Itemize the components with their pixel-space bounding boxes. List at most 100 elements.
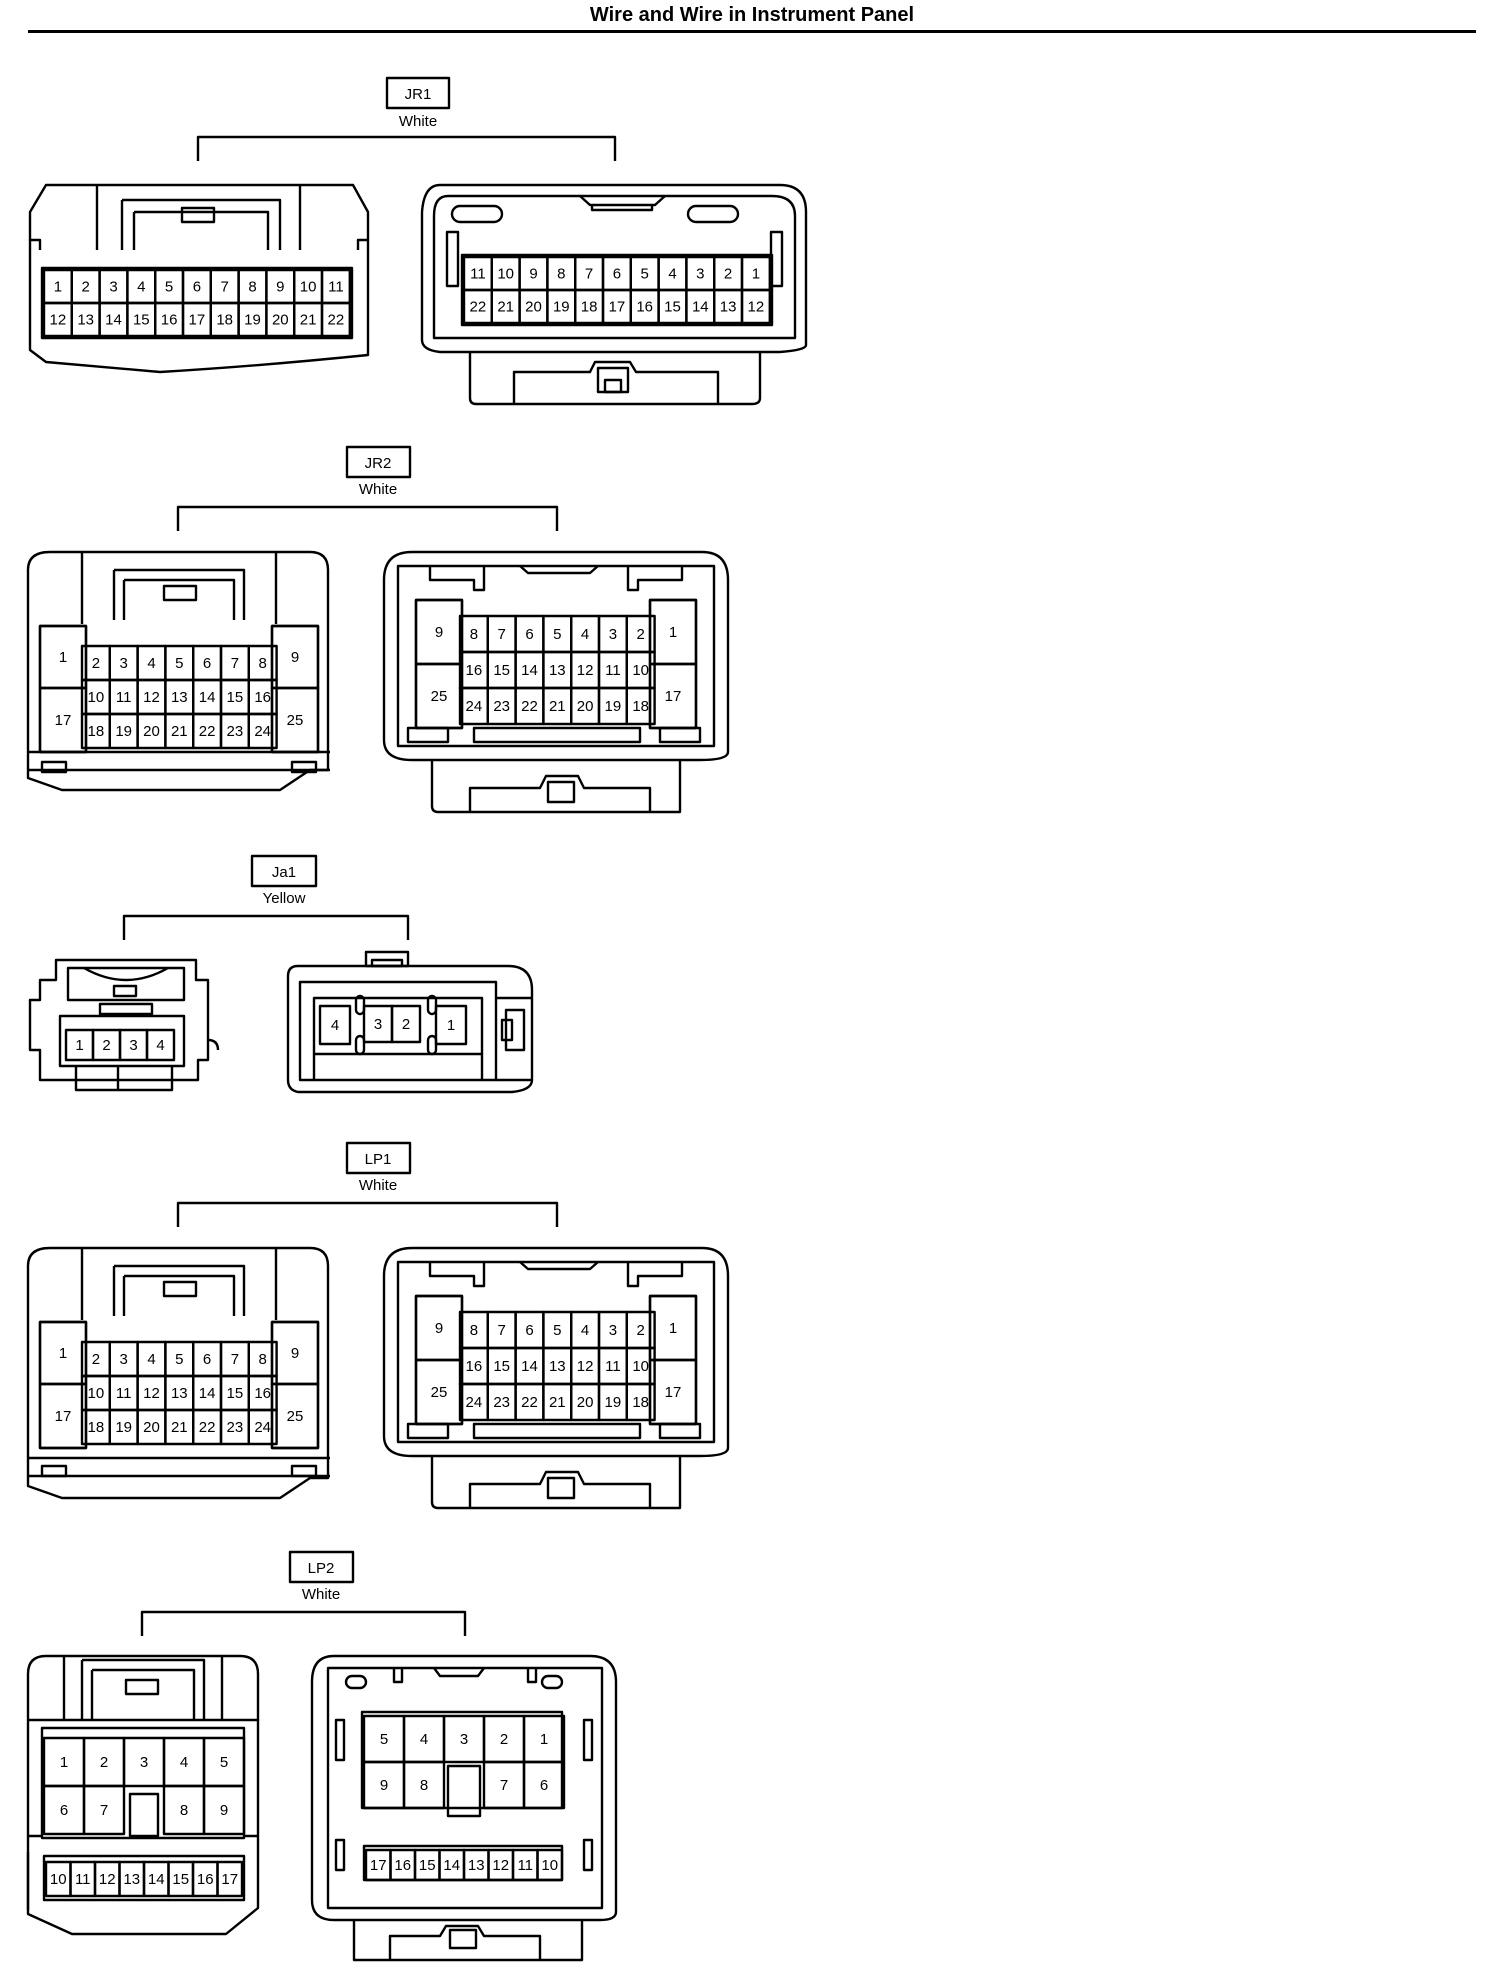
pin-label: 1 [75,1037,83,1054]
pin-label: 4 [581,1322,589,1339]
pin-label: 20 [143,723,160,740]
bracket-ja1 [122,914,410,940]
pin-label: 8 [420,1777,428,1794]
pin-label: 21 [549,1394,566,1411]
pin-label: 6 [525,626,533,643]
pin-label: 14 [692,299,709,316]
pin-label: 9 [291,649,299,666]
pin-label: 2 [637,626,645,643]
pin-label: 24 [254,1419,271,1436]
pin-label: 12 [99,1871,116,1888]
pin-label: 25 [287,1408,304,1425]
pin-label: 20 [525,299,542,316]
pin-label: 17 [665,1384,682,1401]
pin-label: 19 [115,723,132,740]
pin-label: 14 [521,662,538,679]
pin-label: 21 [171,723,188,740]
pin-label: 20 [143,1419,160,1436]
pin-label: 16 [197,1871,214,1888]
pin-cell [145,1028,176,1062]
pin-label: 17 [665,688,682,705]
pin-label: 8 [470,1322,478,1339]
pin-label: 6 [613,266,621,283]
id-text-lp1: LP1 [365,1151,392,1168]
pin-label: 8 [470,626,478,643]
pin-label: 22 [199,1419,216,1436]
pin-label: 16 [394,1857,411,1874]
pin-cell [434,1004,468,1046]
pin-label: 20 [577,698,594,715]
pin-label: 3 [120,655,128,672]
bracket-jr2 [176,505,559,531]
jr2-right-housing [382,550,730,814]
pin-label: 16 [254,689,271,706]
pin-label: 13 [549,662,566,679]
pin-label: 1 [540,1731,548,1748]
pin-label: 8 [259,1351,267,1368]
pin-label: 10 [497,266,514,283]
pin-cell [522,1760,566,1810]
pin-label: 10 [50,1871,67,1888]
pin-label: 7 [498,1322,506,1339]
pin-cell [247,1408,278,1446]
pin-label: 15 [493,1358,510,1375]
pin-cell [216,1860,244,1898]
pin-label: 5 [380,1731,388,1748]
color-text-jr2: White [359,481,397,498]
pin-label: 7 [500,1777,508,1794]
pin-label: 19 [605,1394,622,1411]
pin-cell [38,1382,88,1450]
pin-label: 14 [105,312,122,329]
pin-label: 22 [521,1394,538,1411]
pin-label: 5 [175,1351,183,1368]
pin-label: 12 [143,689,160,706]
pin-label: 23 [493,698,510,715]
pin-label: 24 [254,723,271,740]
color-text-ja1: Yellow [263,890,306,907]
pin-label: 2 [724,266,732,283]
pin-label: 2 [92,1351,100,1368]
id-text-lp2: LP2 [308,1560,335,1577]
pin-label: 1 [59,1345,67,1362]
pin-label: 10 [88,689,105,706]
pin-label: 11 [116,1385,132,1402]
pin-label: 17 [55,712,72,729]
pin-label: 1 [60,1754,68,1771]
pin-label: 13 [549,1358,566,1375]
pin-label: 5 [165,279,173,296]
pin-label: 19 [115,1419,132,1436]
pin-label: 5 [641,266,649,283]
pin-label: 11 [517,1857,533,1874]
lp1-right-housing [382,1246,730,1510]
pin-label: 5 [220,1754,228,1771]
pin-label: 22 [470,299,487,316]
pin-label: 13 [171,689,188,706]
pin-label: 3 [129,1037,137,1054]
pin-label: 21 [549,698,566,715]
pin-label: 2 [82,279,90,296]
pin-label: 15 [133,312,150,329]
pin-label: 16 [254,1385,271,1402]
latch-slot [426,994,438,1016]
pin-label: 11 [75,1871,91,1888]
pin-label: 21 [300,312,317,329]
pin-label: 19 [553,299,570,316]
pin-label: 1 [54,279,62,296]
latch-slot [354,1034,366,1056]
id-box-jr2 [345,445,412,479]
pin-cell [38,686,88,754]
pin-label: 3 [140,1754,148,1771]
pin-label: 20 [577,1394,594,1411]
bracket-lp1 [176,1201,559,1227]
pin-label: 6 [60,1802,68,1819]
pin-label: 15 [227,1385,244,1402]
pin-label: 17 [55,1408,72,1425]
color-text-lp2: White [302,1586,340,1603]
id-text-ja1: Ja1 [272,864,296,881]
pin-cell [82,1784,126,1836]
